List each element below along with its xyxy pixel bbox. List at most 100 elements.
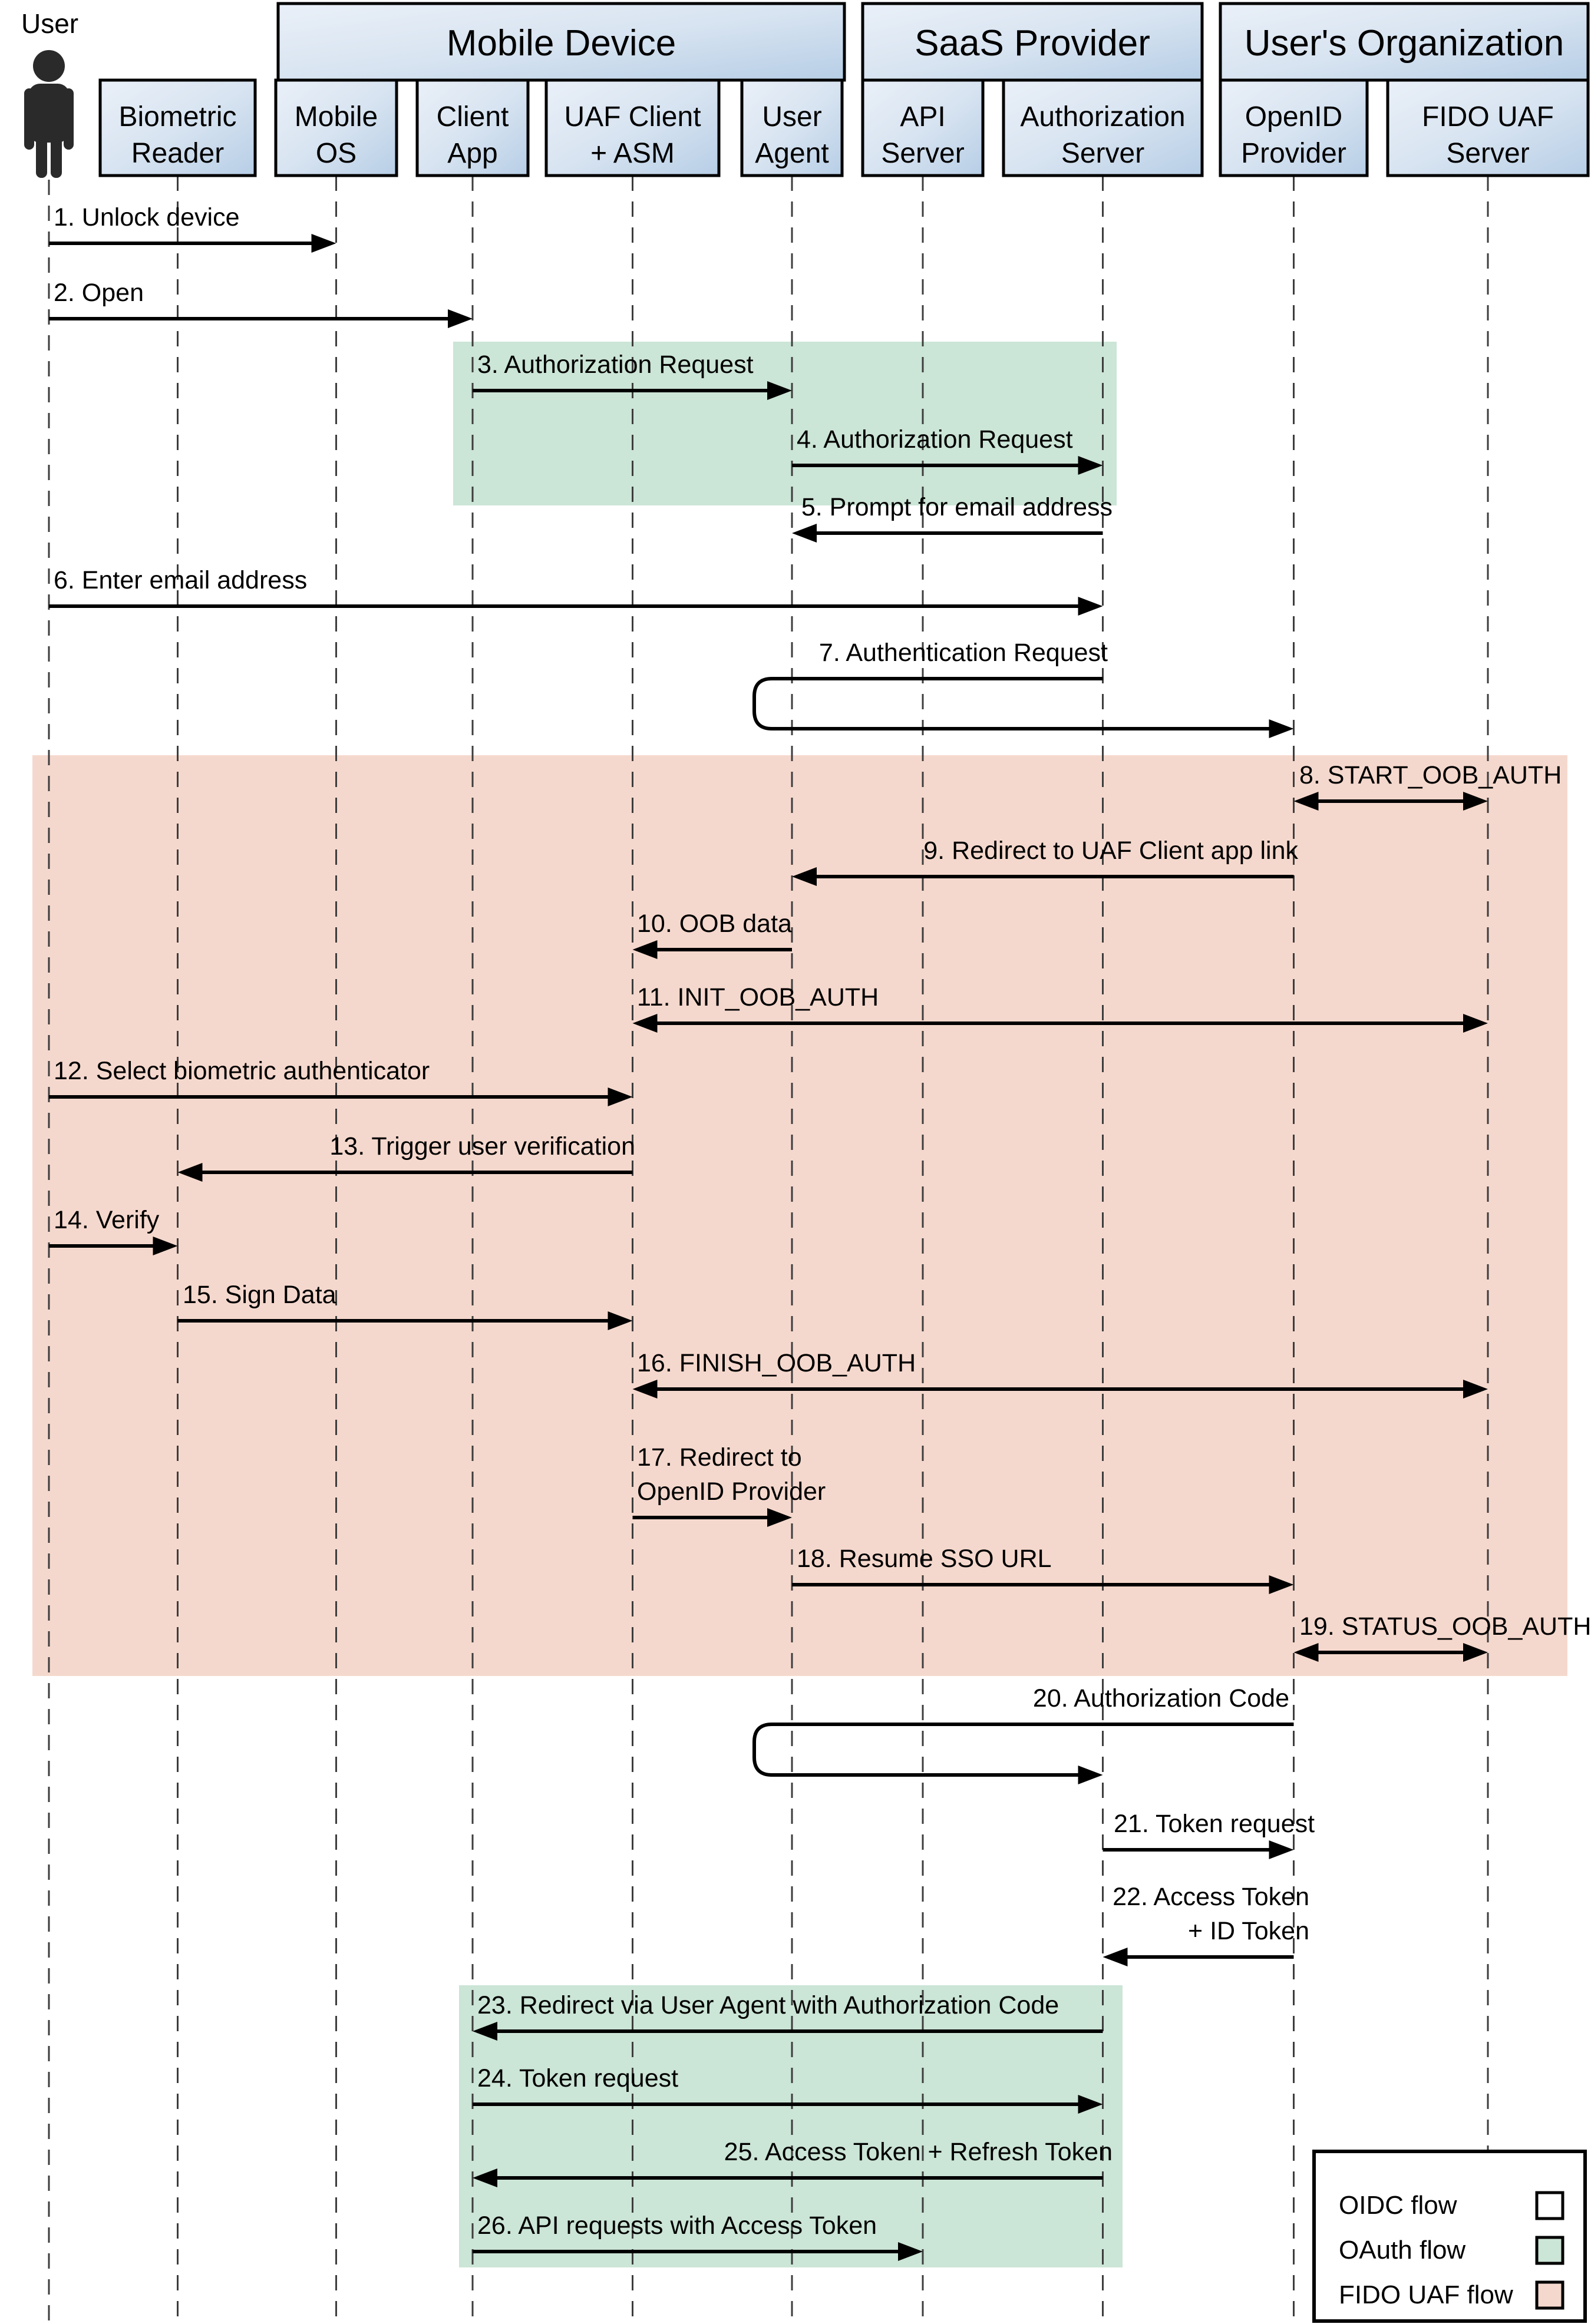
message-15-label: 15. Sign Data [183, 1281, 336, 1309]
message-3: 3. Authorization Request [473, 351, 792, 400]
group-users-organization: User's Organization [1219, 2, 1590, 82]
arrowhead [767, 1508, 792, 1527]
message-1: 1. Unlock device [49, 203, 336, 253]
arrowhead [1463, 1014, 1488, 1033]
arrowhead [608, 1311, 633, 1330]
message-1-label: 1. Unlock device [54, 203, 240, 232]
participant-box-uaf-client-asm [544, 78, 721, 177]
arrowhead [632, 1380, 658, 1399]
message-24: 24. Token request [473, 2064, 1103, 2114]
message-26: 26. API requests with Access Token [473, 2211, 923, 2261]
person-icon [24, 50, 74, 178]
arrowhead [1269, 719, 1294, 738]
group-mobile-device: Mobile Device [276, 2, 846, 82]
legend-label-oauth: OAuth flow [1339, 2236, 1465, 2265]
arrowhead [632, 1014, 658, 1033]
arrowhead [1078, 1766, 1103, 1784]
message-26-label: 26. API requests with Access Token [477, 2211, 877, 2240]
group-label-saas-provider: SaaS Provider [915, 23, 1150, 64]
participant-uaf-client-asm: UAF Client+ ASM [544, 78, 721, 177]
message-9: 9. Redirect to UAF Client app link [792, 837, 1298, 886]
message-4-label: 4. Authorization Request [797, 425, 1073, 454]
message-19: 19. STATUS_OOB_AUTH [1293, 1612, 1591, 1662]
message-24-label: 24. Token request [477, 2064, 678, 2092]
message-16-label: 16. FINISH_OOB_AUTH [637, 1349, 916, 1377]
message-20: 20. Authorization Code [752, 1684, 1294, 1784]
oauth-region-1 [453, 342, 1117, 505]
arrowhead [153, 1237, 178, 1255]
legend-swatch-fido [1535, 2280, 1564, 2310]
message-11: 11. INIT_OOB_AUTH [632, 983, 1488, 1033]
participant-box-openid-provider [1219, 78, 1369, 177]
group-label-users-organization: User's Organization [1245, 23, 1564, 64]
message-13-label: 13. Trigger user verification [329, 1132, 635, 1161]
message-23: 23. Redirect via User Agent with Authori… [473, 1991, 1103, 2041]
legend-swatch-oidc [1535, 2191, 1564, 2220]
arrowhead [1463, 792, 1488, 811]
arrowhead [792, 524, 817, 543]
arrowhead [311, 234, 336, 253]
actor-user-label: User [21, 8, 78, 39]
message-5-label: 5. Prompt for email address [801, 493, 1113, 521]
arrowhead [898, 2242, 923, 2261]
arrowhead [1293, 792, 1319, 811]
arrowhead [473, 2022, 497, 2041]
message-23-label: 23. Redirect via User Agent with Authori… [477, 1991, 1059, 2019]
participant-box-authorization-server [1002, 78, 1204, 177]
arrowhead [1103, 1948, 1128, 1966]
message-22: 22. Access Token+ ID Token [1103, 1883, 1309, 1966]
actor-user: User [21, 8, 78, 178]
message-9-label: 9. Redirect to UAF Client app link [923, 837, 1298, 865]
group-box-users-organization [1219, 2, 1590, 82]
arrowhead [792, 867, 817, 886]
participant-box-mobile-os [274, 78, 398, 177]
message-13: 13. Trigger user verification [177, 1132, 635, 1182]
arrowhead [448, 309, 473, 328]
legend-label-fido: FIDO UAF flow [1339, 2280, 1513, 2309]
participant-box-biometric-reader [98, 78, 257, 177]
message-18-label: 18. Resume SSO URL [797, 1545, 1052, 1573]
arrowhead [1463, 1380, 1488, 1399]
message-2-label: 2. Open [54, 279, 144, 307]
message-12: 12. Select biometric authenticator [49, 1057, 633, 1106]
arrowhead [632, 940, 658, 959]
message-8-label: 8. START_OOB_AUTH [1299, 761, 1562, 789]
arrowhead [1269, 1840, 1294, 1859]
message-21: 21. Token request [1103, 1810, 1315, 1859]
message-8: 8. START_OOB_AUTH [1293, 761, 1562, 811]
arrowhead [1078, 456, 1103, 475]
legend-swatch-oauth [1535, 2236, 1564, 2265]
arrowhead [1293, 1643, 1319, 1662]
message-7: 7. Authentication Request [752, 639, 1294, 738]
arrowhead [1269, 1575, 1294, 1594]
message-10-label: 10. OOB data [637, 910, 792, 938]
message-22-label: 22. Access Token+ ID Token [1113, 1883, 1309, 1945]
message-4: 4. Authorization Request [792, 425, 1103, 475]
message-25-label: 25. Access Token + Refresh Token [724, 2138, 1113, 2166]
message-21-label: 21. Token request [1114, 1810, 1315, 1838]
message-7-label: 7. Authentication Request [819, 639, 1108, 667]
group-label-mobile-device: Mobile Device [447, 23, 676, 64]
arrowhead [608, 1087, 633, 1106]
message-20-path [752, 1723, 1294, 1777]
participant-box-user-agent [740, 78, 844, 177]
participant-box-client-app [415, 78, 530, 177]
